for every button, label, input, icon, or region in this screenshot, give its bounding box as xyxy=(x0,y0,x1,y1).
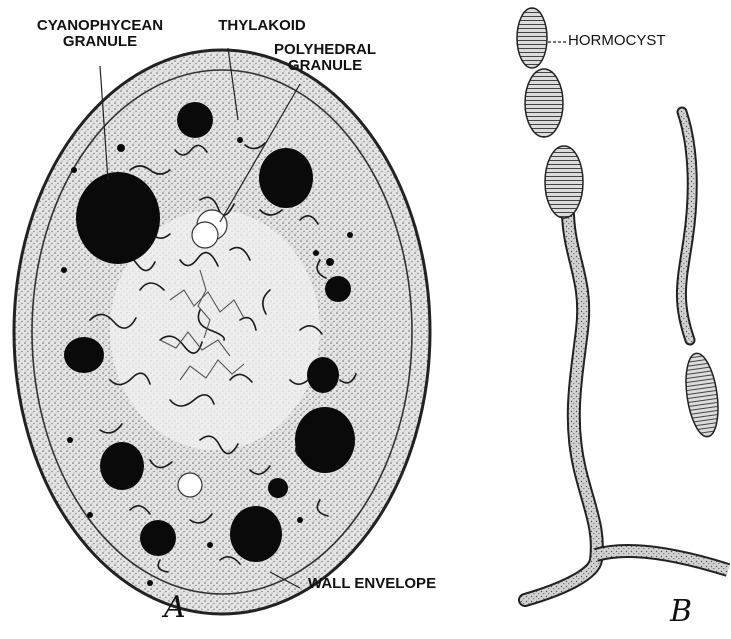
granule-mid-right xyxy=(307,357,339,393)
granule-dot-2 xyxy=(71,167,77,173)
granule-dot-10 xyxy=(147,580,153,586)
granule-top-right xyxy=(259,148,313,208)
cell-drawing xyxy=(14,48,430,614)
granule-dot-11 xyxy=(237,137,243,143)
label-wall-envelope: WALL ENVELOPE xyxy=(308,576,498,592)
hormocyst-2 xyxy=(525,69,563,137)
hormocyst-1 xyxy=(517,8,547,68)
granule-small-right xyxy=(325,276,351,302)
label-polyhedral-line-1: POLYHEDRAL xyxy=(255,42,395,58)
label-polyhedral-granule: POLYHEDRAL GRANULE xyxy=(255,42,395,74)
label-hormocyst: HORMOCYST xyxy=(568,33,688,49)
label-cyanophycean-line-1: CYANOPHYCEAN xyxy=(0,18,200,34)
granule-large-right xyxy=(295,407,355,473)
main-filament xyxy=(525,215,597,600)
granule-dot-12 xyxy=(87,512,93,518)
granule-dot-4 xyxy=(347,232,353,238)
side-hormocyst xyxy=(681,351,722,438)
granule-lower-small xyxy=(268,478,288,498)
label-thylakoid: THYLAKOID xyxy=(202,18,322,34)
filament-drawing xyxy=(517,8,728,600)
granule-dot-5 xyxy=(313,250,319,256)
granule-dot-7 xyxy=(67,437,73,443)
polyhedral-granule-2 xyxy=(192,222,218,248)
label-cyanophycean-granule: CYANOPHYCEAN GRANULE xyxy=(0,18,200,50)
granule-dot-9 xyxy=(297,517,303,523)
granule-bottom-right xyxy=(230,506,282,562)
granule-dot-8 xyxy=(207,542,213,548)
granule-dot-1 xyxy=(117,144,125,152)
panel-label-b: B xyxy=(670,594,692,629)
granule-bottom-left xyxy=(140,520,176,556)
granule-large-left xyxy=(76,172,160,264)
panel-label-a: A xyxy=(164,590,186,625)
granule-lower-left xyxy=(100,442,144,490)
granule-top xyxy=(177,102,213,138)
granule-mid-left xyxy=(64,337,104,373)
label-polyhedral-line-2: GRANULE xyxy=(255,58,395,74)
hormocyst-3 xyxy=(545,146,583,218)
granule-dot-3 xyxy=(326,258,334,266)
polyhedral-granule-3 xyxy=(178,473,202,497)
label-cyanophycean-line-2: GRANULE xyxy=(0,34,200,50)
granule-dot-6 xyxy=(61,267,67,273)
